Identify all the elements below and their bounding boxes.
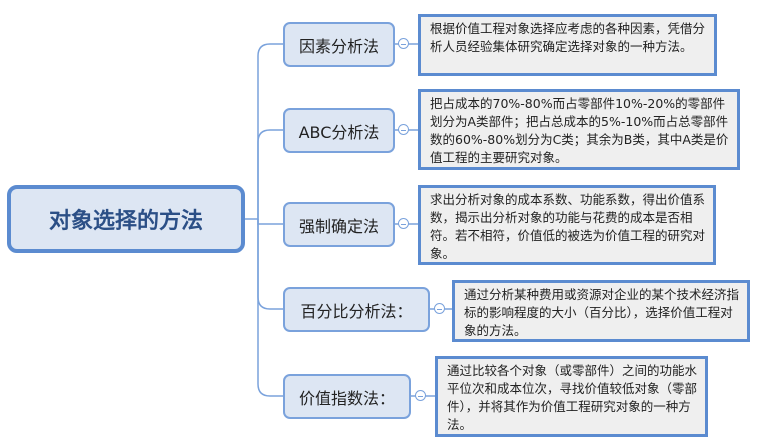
detail-abc-analysis: 把占成本的70%-80%而占零部件10%-20%的零部件划分为A类部件；把占总成… bbox=[418, 89, 740, 170]
collapse-icon[interactable] bbox=[398, 218, 409, 229]
collapse-icon[interactable] bbox=[398, 38, 409, 49]
collapse-icon[interactable] bbox=[434, 303, 445, 314]
root-node[interactable]: 对象选择的方法 bbox=[7, 185, 245, 253]
branch-abc-analysis[interactable]: ABC分析法 bbox=[283, 108, 395, 153]
detail-percentage-analysis: 通过分析某种费用或资源对企业的某个技术经济指标的影响程度的大小（百分比），选择价… bbox=[452, 280, 750, 342]
detail-value-index: 通过比较各个对象（或零部件）之间的功能水平位次和成本位次，寻找价值较低对象（零部… bbox=[435, 356, 708, 437]
collapse-icon[interactable] bbox=[415, 390, 426, 401]
detail-factor-analysis: 根据价值工程对象选择应考虑的各种因素，凭借分析人员经验集体研究确定选择对象的一种… bbox=[418, 14, 717, 76]
branch-factor-analysis[interactable]: 因素分析法 bbox=[283, 22, 395, 67]
detail-forced-decision: 求出分析对象的成本系数、功能系数，得出价值系数，揭示出分析对象的功能与花费的成本… bbox=[418, 185, 716, 265]
branch-forced-decision[interactable]: 强制确定法 bbox=[283, 202, 395, 247]
branch-percentage-analysis[interactable]: 百分比分析法： bbox=[283, 287, 430, 332]
branch-value-index[interactable]: 价值指数法： bbox=[283, 374, 411, 419]
collapse-icon[interactable] bbox=[398, 124, 409, 135]
